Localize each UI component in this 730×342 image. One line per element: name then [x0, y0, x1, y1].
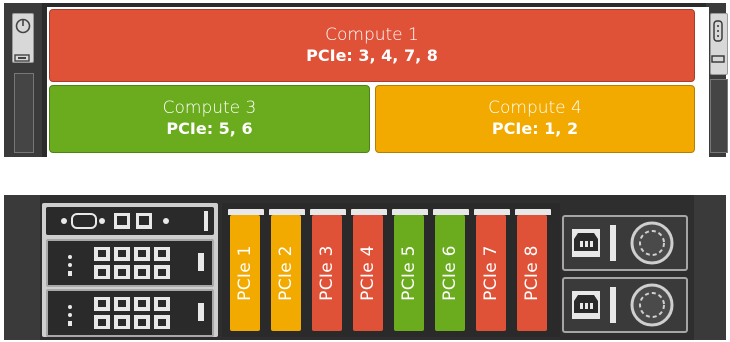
control-panel-left — [12, 13, 34, 63]
fan-icon — [630, 283, 674, 327]
pcie-slot-1[interactable]: PCIe 1 — [230, 215, 260, 331]
compute-1-pcie: PCIe: 3, 4, 7, 8 — [306, 45, 438, 65]
compute-4-name: Compute 4 — [488, 98, 582, 118]
ethernet-port-icon — [68, 297, 204, 329]
pcie-slot-6[interactable]: PCIe 6 — [435, 215, 465, 331]
compute-4-pcie: PCIe: 1, 2 — [491, 119, 579, 138]
io-ports — [61, 211, 208, 231]
power-supply-2[interactable] — [562, 277, 688, 333]
pcie-slot-label: PCIe 6 — [440, 245, 460, 301]
rear-right-ear — [694, 195, 726, 340]
pcie-slot-label: PCIe 1 — [235, 245, 255, 301]
network-module-1[interactable] — [46, 239, 214, 287]
power-socket-icon — [572, 221, 674, 265]
pcie-slot-label: PCIe 8 — [522, 245, 542, 301]
usb-icon — [14, 54, 30, 62]
power-button-icon[interactable] — [13, 14, 33, 62]
pcie-slot-label: PCIe 5 — [399, 245, 419, 301]
pcie-slot-bracket — [351, 209, 387, 215]
right-ear-vent — [710, 79, 728, 153]
compute-3-pcie: PCIe: 5, 6 — [166, 119, 253, 138]
vga-port-icon — [713, 20, 723, 42]
pcie-slot-label: PCIe 4 — [358, 245, 378, 301]
pcie-slot-5[interactable]: PCIe 5 — [394, 215, 424, 331]
compute-3-name: Compute 3 — [162, 98, 257, 118]
pcie-slot-8[interactable]: PCIe 8 — [517, 215, 547, 331]
pcie-slot-2[interactable]: PCIe 2 — [271, 215, 301, 331]
fan-icon — [630, 221, 674, 265]
pcie-slot-bracket — [310, 209, 346, 215]
io-strip — [46, 207, 214, 235]
usb-icon — [711, 55, 725, 63]
power-socket-icon — [572, 283, 674, 327]
compute-1-region[interactable]: Compute 1 PCIe: 3, 4, 7, 8 — [49, 9, 695, 82]
pcie-slot-bracket — [515, 209, 551, 215]
network-module-2[interactable] — [46, 289, 214, 337]
pcie-slot-label: PCIe 3 — [317, 245, 337, 301]
compute-1-name: Compute 1 — [325, 24, 419, 45]
power-supply-1[interactable] — [562, 215, 688, 271]
rear-left-ear — [4, 195, 40, 340]
ethernet-port-icon — [68, 247, 204, 279]
pcie-slot-label: PCIe 2 — [276, 245, 296, 301]
pcie-slot-3[interactable]: PCIe 3 — [312, 215, 342, 331]
pcie-slot-bracket — [392, 209, 428, 215]
pcie-slot-bracket — [474, 209, 510, 215]
pcie-slot-bracket — [228, 209, 264, 215]
pcie-slot-7[interactable]: PCIe 7 — [476, 215, 506, 331]
pcie-slot-bracket — [433, 209, 469, 215]
rear-chassis: PCIe 1 PCIe 2 PCIe 3 PCIe 4 PCIe 5 PCIe 6 PCIe… — [4, 195, 726, 340]
pcie-slot-4[interactable]: PCIe 4 — [353, 215, 383, 331]
compute-4-region[interactable]: Compute 4 PCIe: 1, 2 — [375, 85, 695, 153]
pcie-slot-bracket — [269, 209, 305, 215]
left-ear-vent — [14, 73, 34, 153]
front-chassis: Compute 1 PCIe: 3, 4, 7, 8 Compute 3 PCI… — [4, 3, 728, 159]
pcie-slot-label: PCIe 7 — [481, 245, 501, 301]
compute-3-region[interactable]: Compute 3 PCIe: 5, 6 — [49, 85, 370, 153]
